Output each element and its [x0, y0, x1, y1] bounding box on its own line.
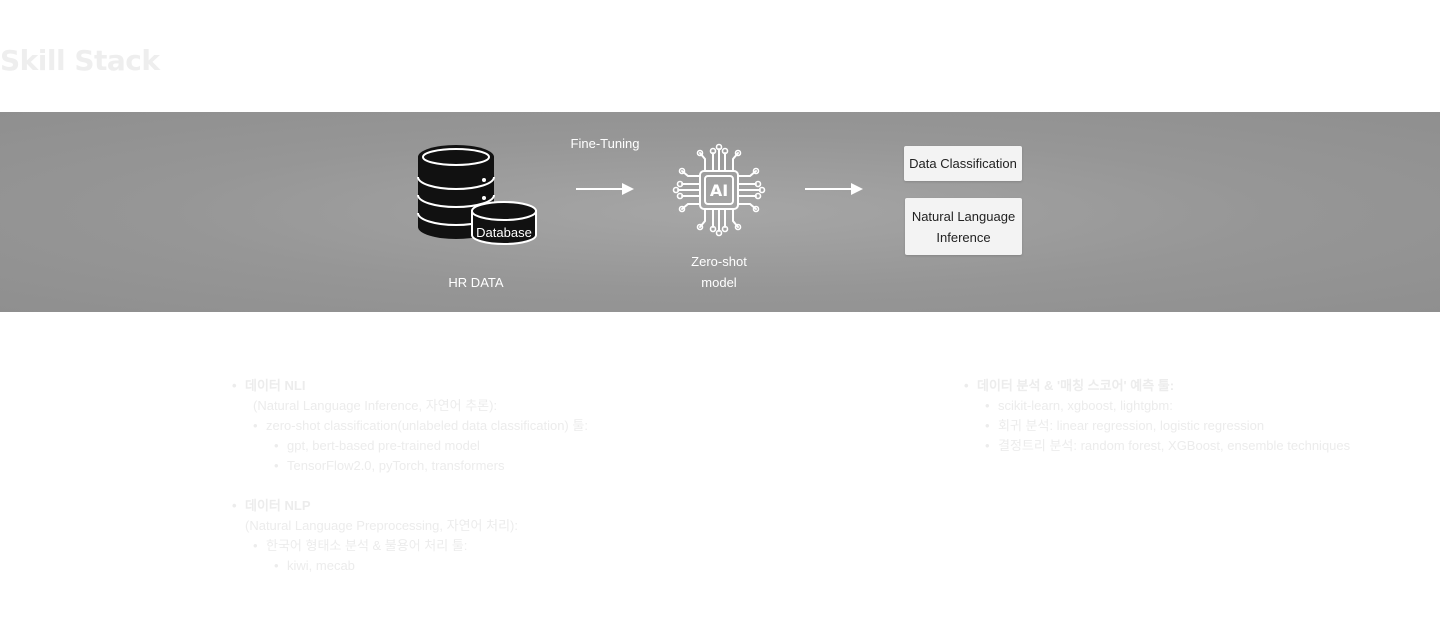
list-item: gpt, bert-based pre-trained model — [274, 436, 588, 456]
list-item: scikit-learn, xgboost, lightgbm: — [985, 396, 1350, 416]
hr-data-label: HR DATA — [448, 275, 504, 290]
left-skill-list: 데이터 NLI (Natural Language Inference, 자연어… — [232, 376, 588, 576]
right-skill-list: 데이터 분석 & '매칭 스코어' 예측 툴: scikit-learn, xg… — [964, 376, 1350, 456]
database-icon — [416, 143, 538, 245]
list-item: (Natural Language Inference, 자연어 추론): — [253, 398, 498, 413]
model-label-line2: model — [701, 275, 737, 290]
list-item: zero-shot classification(unlabeled data … — [253, 416, 588, 436]
output-nli-line2: Inference — [936, 229, 991, 245]
model-label-line1: Zero-shot — [691, 254, 747, 269]
list-item: 결정트리 분석: random forest, XGBoost, ensembl… — [985, 436, 1350, 456]
list-item: 한국어 형태소 분석 & 불용어 처리 툴: — [253, 536, 588, 556]
model-label: Zero-shot model — [674, 251, 764, 293]
list-item: TensorFlow2.0, pyTorch, transformers — [274, 456, 588, 476]
database-label: Database — [476, 225, 532, 240]
list-item: kiwi, mecab — [274, 556, 588, 576]
list-item: (Natural Language Preprocessing, 자연어 처리)… — [245, 518, 518, 533]
list-item: 회귀 분석: linear regression, logistic regre… — [985, 416, 1350, 436]
fine-tuning-label: Fine-Tuning — [570, 136, 640, 151]
arrow-right-icon — [576, 183, 634, 195]
output-nli-line1: Natural Language — [911, 208, 1016, 224]
output-nli: Natural Language Inference — [905, 198, 1022, 255]
ai-chip-icon: AI — [672, 143, 766, 237]
list-item: 데이터 분석 & '매칭 스코어' 예측 툴: — [964, 376, 1350, 396]
section-title: Skill Stack — [0, 44, 160, 77]
output-data-classification: Data Classification — [904, 146, 1022, 181]
list-item: 데이터 NLP — [232, 496, 588, 516]
list-item: 데이터 NLI — [232, 376, 588, 396]
arrow-right-icon — [805, 183, 863, 195]
chip-label: AI — [710, 181, 728, 200]
